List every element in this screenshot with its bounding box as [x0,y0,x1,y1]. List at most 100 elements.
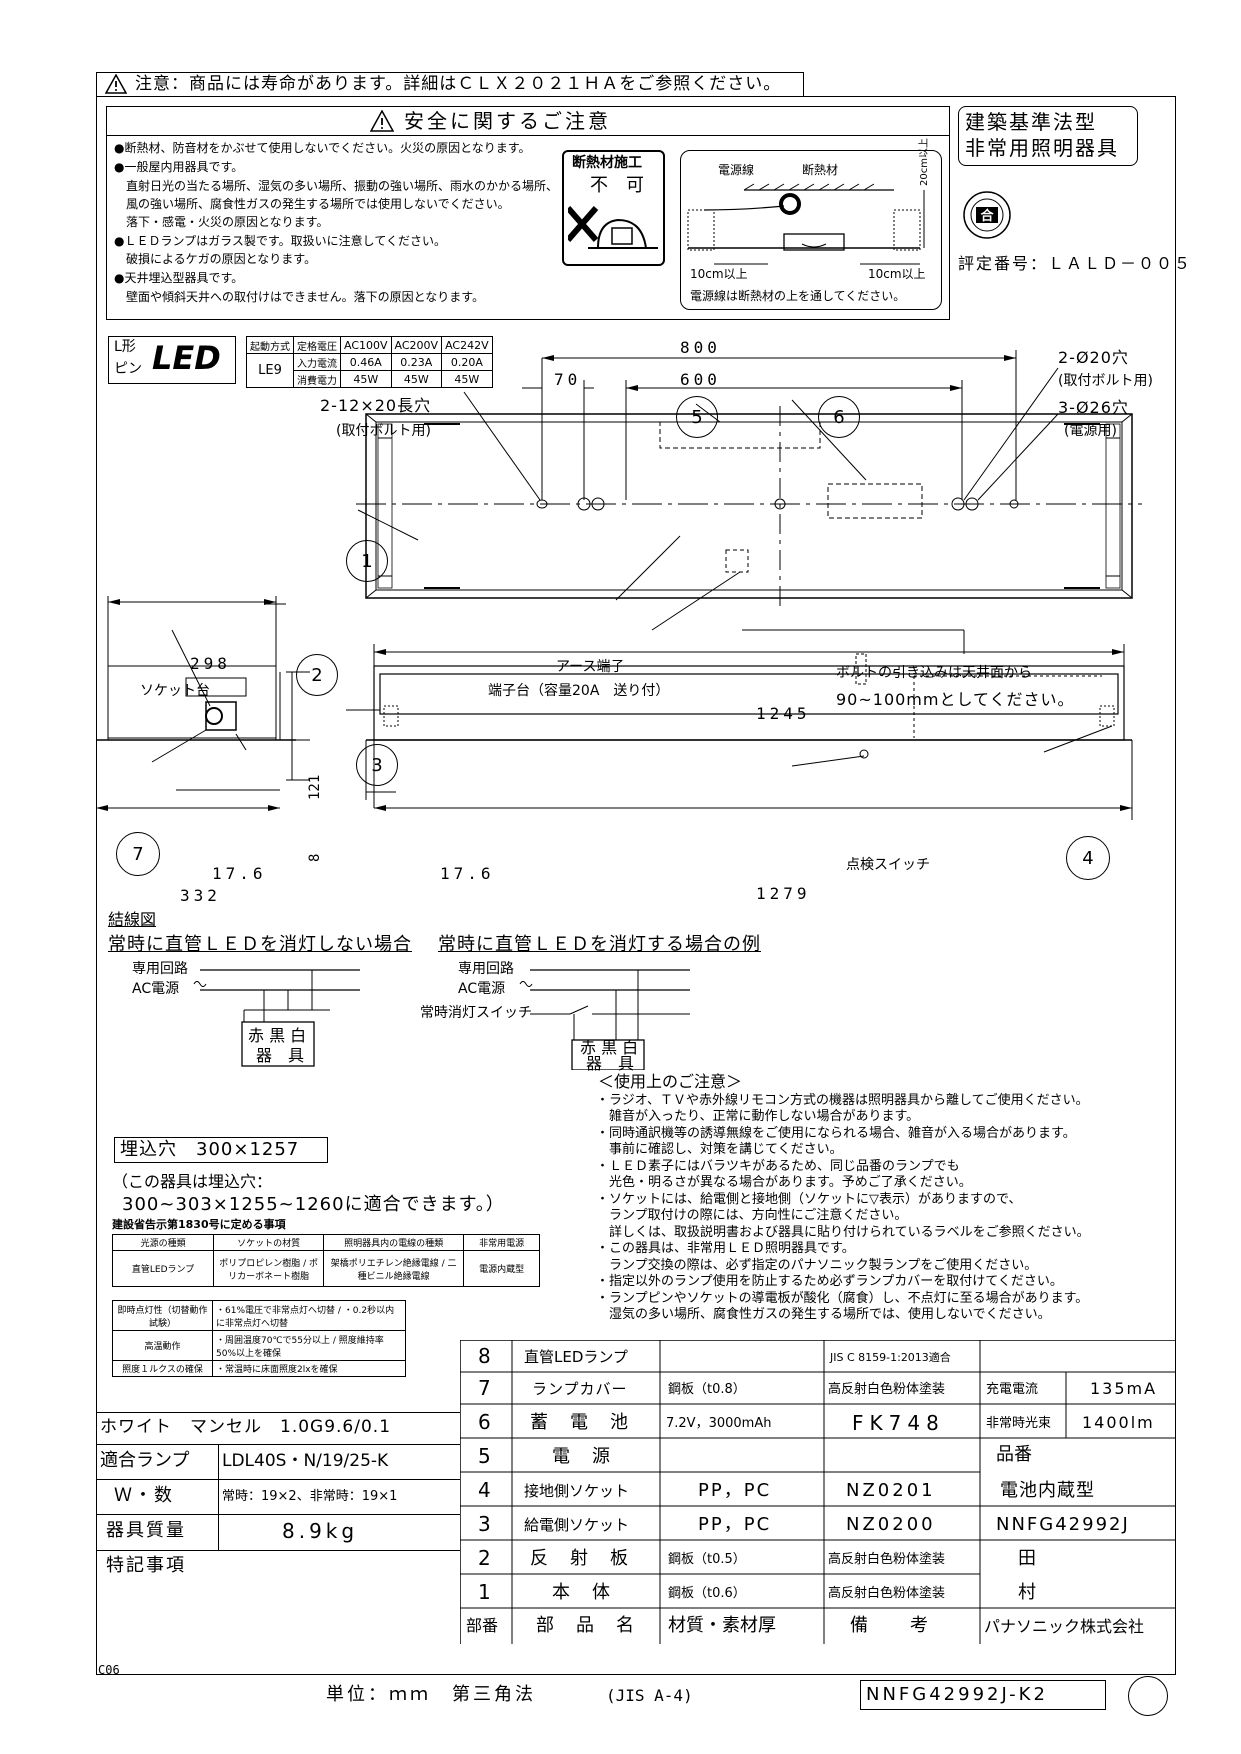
part-no: 6 [478,1410,491,1434]
part-material: PP，PC [698,1514,772,1535]
part-name: ランプカバー [532,1380,628,1398]
charge-label: 充電電流 [986,1382,1039,1397]
safety-line: 壁面や傾斜天井への取付けはできません。落下の原因となります。 [114,290,485,304]
weight-value: 8.9kg [282,1519,359,1543]
led-logo: LED [152,339,221,377]
insulation-label-2: 不 可 [590,175,644,196]
safety-line: ●ＬＥＤランプはガラス製です。取扱いに注意してください。 [114,234,446,248]
hole-20-note: (取付ボルト用) [1058,373,1153,389]
part-remark: 高反射白色粉体塗装 [828,1586,946,1601]
cert-title-1: 建築基準法型 [965,110,1097,134]
notice-1830-title: 建設省告示第1830号に定める事項 [112,1218,286,1231]
cutout-th: 照明器具内の電線の種類 [323,1234,465,1251]
product-color: ホワイト マンセル 1.0G9.6/0.1 [100,1417,392,1437]
diagram-caption: 電源線は断熱材の上を通してください。 [690,289,906,303]
bolt-note-2: 90~100mmとしてください。 [836,690,1075,709]
hole-12x20-label: 2-12×20長穴 [320,396,432,415]
wiring-fixture-2: 器 具 [586,1054,635,1073]
spec-cell: AC100V [340,336,392,354]
type-label: 電池内蔵型 [1000,1480,1095,1501]
wiring-case1: 常時に直管ＬＥＤを消灯しない場合 [108,934,412,955]
usage-note-line: ・同時通訳機等の誘導無線をご使用になられる場合、雑音が入る場合があります。 [596,1126,1076,1141]
part-no: 3 [478,1512,491,1536]
wiring-diagram [193,969,690,1070]
watt-label: Ｗ・数 [114,1485,174,1506]
callout-1: 1 [346,540,388,582]
wiring-ac-2: AC電源 [458,981,506,997]
socket-base-label: ソケット台 [140,683,210,699]
part-material: PP，PC [698,1480,772,1501]
row-divider [96,1479,460,1480]
lshape-box [108,336,236,384]
lamp-label: 適合ランプ [100,1450,190,1471]
warning-icon [105,74,127,94]
bolt-note-1: ボルトの引き込みは天井面から [836,665,1032,681]
cutout-td: 電源内蔵型 [463,1250,540,1287]
certification-seal-icon: 合 [963,191,1011,239]
cutout-note-2: 300~303×1255~1260に適合できます。） [122,1194,505,1215]
part-name: 電 源 [552,1446,612,1467]
cutout-td: 直管LEDランプ [111,1250,215,1287]
dim-17-6-right: 17.6 [440,864,495,883]
safety-line: 落下・感電・火災の原因となります。 [114,215,329,229]
performance-table: 即時点灯性（切替動作試験） ・61%電圧で非常点灯へ切替 / ・0.2秒以内に非… [112,1300,406,1377]
part-name: 本 体 [552,1582,612,1603]
parts-header-no: 部番 [466,1616,499,1635]
lshape-label-1: L形 [114,339,136,355]
diagram-10cm-left-label: 10cm以上 [690,267,748,281]
perf-value: ・61%電圧で非常点灯へ切替 / ・0.2秒以内に非常点灯へ切替 [212,1300,406,1331]
svg-text:合: 合 [980,208,994,224]
usage-note-line: ・この器具は、非常用ＬＥＤ照明器具です。 [596,1241,855,1256]
wiring-dedicated-1: 専用回路 [132,961,188,977]
safety-title: 安全に関するご注意 [404,109,611,133]
part-name: 直管LEDランプ [524,1348,628,1366]
spec-cell: 0.23A [390,353,443,371]
name-1: 田 [1018,1548,1036,1569]
parts-header-remark: 備 考 [850,1615,930,1636]
certification-box [958,106,1138,166]
row-divider [96,1514,460,1515]
insulation-diagram [680,150,942,310]
spec-cell: AC242V [441,336,493,354]
dim-8: 8 [307,853,323,862]
part-remark: 高反射白色粉体塗装 [828,1552,946,1567]
diagram-10cm-right-label: 10cm以上 [868,267,926,281]
usage-note-line: ランプ取付けの際には、方向性にご注意ください。 [596,1208,908,1223]
wiring-colors-2: 赤 黒 白 [580,1038,639,1057]
dim-332: 332 [180,886,221,905]
part-no: 8 [478,1344,491,1368]
wiring-ac-1: AC電源 [132,981,180,997]
callout-5: 5 [676,396,718,438]
cutout-label: 埋込穴 300×1257 [120,1139,300,1160]
spec-table: 起動方式 定格電圧 AC100V AC200V AC242V LE9 入力電流 … [246,336,493,388]
part-remark: JIS C 8159-1:2013適合 [830,1351,951,1364]
product-info-block [96,1412,460,1642]
parts-header-name: 部 品 名 [536,1615,636,1636]
diagram-power-line-label: 電源線 [718,163,755,177]
check-switch-label: 点検スイッチ [846,857,930,873]
plan-view-drawing [96,350,1142,820]
callout-3: 3 [356,744,398,786]
drawing-number: NNFG42992J-K2 [866,1684,1048,1705]
dim-17-6-left: 17.6 [212,864,267,883]
flux-label: 非常時光束 [986,1416,1052,1431]
part-remark: NZ0201 [846,1480,936,1501]
drawing-number-box [860,1680,1106,1710]
dim-298: 298 [190,654,231,673]
part-remark: NZ0200 [846,1514,936,1535]
wiring-case2: 常時に直管ＬＥＤを消灯する場合の例 [438,934,761,955]
terminal-block-label: 端子台（容量20A 送り付） [488,683,670,699]
usage-note-line: ランプ交換の際は、必ず指定のパナソニック製ランプをご使用ください。 [596,1258,1038,1273]
spec-cell: 45W [390,370,443,388]
hole-26-note: (電源用) [1064,423,1117,439]
usage-note-line: 雑音が入ったり、正常に動作しない場合があります。 [596,1109,920,1124]
part-no-label: 品番 [996,1444,1032,1465]
hole-12x20-note: (取付ボルト用) [336,423,431,439]
cutout-th: ソケットの材質 [213,1234,325,1251]
hole-26-label: 3-Ø26穴 [1058,398,1129,417]
flux-value: 1400lm [1082,1413,1155,1432]
perf-label: 高温動作 [112,1330,213,1361]
footer-code: C06 [98,1663,120,1677]
usage-note-line: ・ＬＥＤ素子にはバラツキがあるため、同じ品番のランプでも [596,1159,960,1174]
wiring-fixture-1: 器 具 [256,1046,305,1065]
